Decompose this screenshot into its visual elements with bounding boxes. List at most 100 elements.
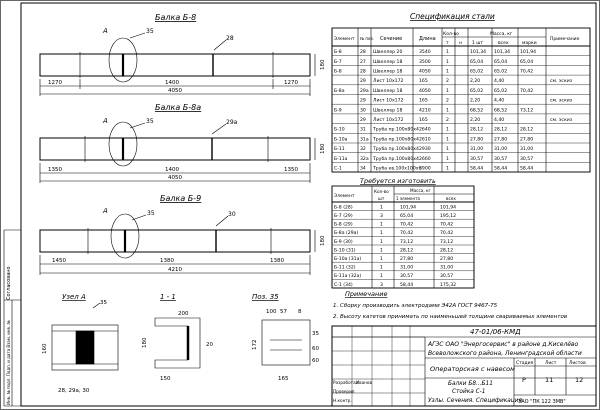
table-cell: Б-7 xyxy=(334,59,342,65)
table-cell: Б-8 (29) xyxy=(334,222,353,228)
required-spec-table: Требуется изготовить ЭлементКол-воштМасс… xyxy=(331,177,475,289)
table-cell: 3 xyxy=(380,282,383,288)
table-cell: Лист 10x172 xyxy=(373,117,404,123)
height-dim: 180 xyxy=(320,59,326,70)
mark-28: 28 xyxy=(226,35,234,42)
table-cell: 65,02 xyxy=(494,69,507,75)
table-cell: 165 xyxy=(419,78,428,84)
table-cell: Б-11а (32а) xyxy=(334,273,361,279)
table-cell: 2660 xyxy=(419,156,431,162)
table-cell: Б-10а (31а) xyxy=(334,256,361,262)
note-1: 1. Сборку производить электродами Э42А Г… xyxy=(333,303,498,309)
table-cell: 1 xyxy=(380,247,383,253)
table-cell: 101,34 xyxy=(494,49,510,55)
sheets-header: Листов xyxy=(569,360,586,366)
table-cell: 28 xyxy=(360,49,366,55)
table-cell: 27 xyxy=(360,59,366,65)
dim-total: 4050 xyxy=(168,175,182,181)
table-cell: 27,80 xyxy=(470,136,483,142)
inner-frame xyxy=(20,2,597,407)
section-label: 150 xyxy=(160,376,171,382)
sheet-header: Лист xyxy=(545,360,557,366)
table-cell: 4,40 xyxy=(494,98,504,104)
table-cell: 1 xyxy=(446,127,449,133)
table-cell: 165 xyxy=(419,98,428,104)
table-cell: Б-11а xyxy=(334,156,348,162)
table-cell: марки xyxy=(522,41,537,46)
callout-label: А xyxy=(102,27,108,35)
table-cell: 1 xyxy=(446,146,449,152)
table-cell: 4,40 xyxy=(494,117,504,123)
table-cell: 1 xyxy=(380,222,383,228)
table-cell: 1 xyxy=(446,156,449,162)
table-cell: 101,34 xyxy=(470,49,486,55)
table-cell: 58,44 xyxy=(470,166,483,172)
table-cell: Швеллер 18 xyxy=(373,69,402,75)
drawing-title-3: Узлы. Сечения. Спецификация xyxy=(428,398,523,404)
table-cell: Масса, кг xyxy=(490,31,513,37)
table-cell: 58,44 xyxy=(520,166,533,172)
table-cell: 30,57 xyxy=(494,156,507,162)
table-cell: 65,02 xyxy=(470,88,483,94)
table-cell: 31,00 xyxy=(440,265,453,271)
table-cell: Б-10 xyxy=(334,127,345,133)
table-cell: 1 xyxy=(446,49,449,55)
beam-title: Балка Б-8а xyxy=(155,103,201,112)
table-cell: Лист 10x172 xyxy=(373,78,404,84)
note-2: 2. Высоту катетов принимать по наименьше… xyxy=(333,314,567,320)
table-cell: 68,52 xyxy=(470,107,483,113)
table-cell: 1 xyxy=(380,230,383,236)
table-cell: 27,80 xyxy=(520,136,533,142)
table-cell: 1 элемента xyxy=(396,196,420,201)
table-cell: 31,00 xyxy=(400,265,413,271)
pos-label: 100 xyxy=(266,309,277,315)
table-cell: Б-8 xyxy=(334,49,342,55)
section-title: 1 - 1 xyxy=(160,293,176,301)
table-cell: 3 xyxy=(380,213,383,219)
table-cell: всех xyxy=(446,196,456,201)
stage-value: Р xyxy=(522,376,526,384)
pos-35-detail: Поз. 35 100 57 8 165 172 35 60 60 xyxy=(252,293,319,382)
table-cell: 3900 xyxy=(419,166,431,172)
table-cell: Б-8а (29а) xyxy=(334,230,358,236)
callout-label: А xyxy=(102,117,108,125)
drawing-title-2: Стойка С-1 xyxy=(452,389,485,395)
signature-name: Иванов xyxy=(356,380,372,385)
table-cell: Б-8 (28) xyxy=(334,204,353,210)
pos-label: 172 xyxy=(252,340,258,351)
mark-30: 30 xyxy=(228,211,236,218)
inventory-label: Инв. № подл. Подп. и дата Взам. инв. № xyxy=(6,320,11,405)
height-dim: 180 xyxy=(320,143,326,154)
section-label: 180 xyxy=(142,337,148,348)
table-cell: 175,32 xyxy=(440,282,456,288)
table-cell: 31,00 xyxy=(494,146,507,152)
table-cell: Б-11 (32) xyxy=(334,265,356,271)
table-cell: Б-7 (29) xyxy=(334,213,353,219)
table-cell: всех xyxy=(498,41,509,46)
table-cell: 1 xyxy=(446,69,449,75)
table-cell: Б-10 (31) xyxy=(334,247,356,253)
table-cell: Кол-во xyxy=(443,31,459,37)
table-cell: 3540 xyxy=(419,49,431,55)
sheets-value: 12 xyxy=(575,376,583,384)
table-cell: 31 xyxy=(360,127,366,133)
notes-block: Примечание 1. Сборку производить электро… xyxy=(333,290,567,320)
node-label: 35 xyxy=(100,300,107,306)
table-cell: 1 xyxy=(446,107,449,113)
dim: 1380 xyxy=(160,258,174,264)
role-label: Проверил xyxy=(333,389,355,394)
table-cell: 28,12 xyxy=(400,247,413,253)
company-name: ЗАО "ПК 122 ЗМВ" xyxy=(518,399,566,405)
agreed-label: Согласовано xyxy=(6,266,12,300)
table-cell: 58,44 xyxy=(494,166,507,172)
table-cell: 65,04 xyxy=(520,59,533,65)
pos-label: 8 xyxy=(298,309,302,315)
table-cell: Б-10а xyxy=(334,136,348,142)
dim: 1270 xyxy=(48,80,62,86)
beam-b8: Балка Б-8 А 35 28 180 1270 1400 1270 405… xyxy=(39,13,326,96)
table-cell: Б-11 xyxy=(334,146,345,152)
table-cell: 2 xyxy=(446,98,449,104)
beam-b8a: Балка Б-8а А 35 29а 180 1350 1400 1350 4… xyxy=(39,103,326,183)
table-cell: 2,20 xyxy=(470,98,480,104)
